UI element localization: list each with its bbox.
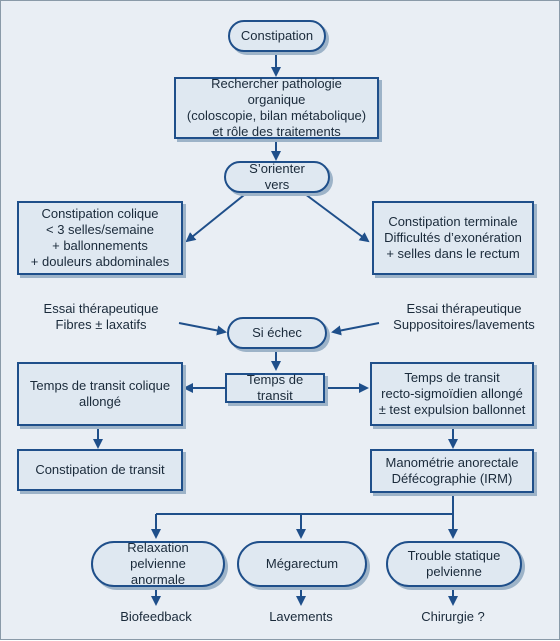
node-transit-recto: Temps de transit recto-sigmoïdien allong…	[370, 362, 534, 426]
node-transit-recto-line: recto-sigmoïdien allongé	[381, 386, 523, 401]
connector-manometrie-split	[156, 493, 454, 515]
node-transit-recto-line: Temps de transit	[404, 370, 500, 385]
essai-gauche-line: Fibres ± laxatifs	[55, 317, 147, 332]
label-essai-gauche: Essai thérapeutique Fibres ± laxatifs	[31, 301, 171, 333]
node-terminale-line: Constipation terminale	[388, 214, 518, 229]
node-rechercher: Rechercher pathologie organique (colosco…	[174, 76, 379, 139]
node-constipation-transit: Constipation de transit	[17, 449, 183, 491]
label-essai-droite: Essai thérapeutique Suppositoires/laveme…	[379, 301, 549, 333]
label-biofeedback: Biofeedback	[96, 609, 216, 625]
label-lavements: Lavements	[241, 609, 361, 625]
essai-droite-line: Essai thérapeutique	[406, 301, 522, 316]
node-si-echec: Si échec	[227, 317, 327, 349]
node-megarectum-line: Mégarectum	[265, 556, 339, 571]
node-manometrie-line: Défécographie (IRM)	[391, 471, 513, 486]
biofeedback-line: Biofeedback	[120, 609, 192, 624]
node-constipation-colique: Constipation colique < 3 selles/semaine …	[17, 201, 183, 275]
node-colique-line: Constipation colique	[41, 206, 159, 221]
node-temps-transit: Temps de transit	[225, 372, 325, 403]
node-terminale-line: + selles dans le rectum	[386, 246, 520, 261]
node-temps-transit-line: Temps de transit	[246, 372, 304, 403]
node-relaxation-line: anormale	[130, 572, 186, 587]
node-trouble: Trouble statique pelvienne	[386, 541, 522, 587]
node-orienter: S’orienter vers	[224, 161, 330, 193]
essai-droite-line: Suppositoires/lavements	[393, 317, 535, 332]
node-relaxation: Relaxation pelvienne anormale	[91, 540, 225, 587]
node-si-echec-line: Si échec	[252, 325, 302, 340]
node-constipation: Constipation	[228, 20, 326, 52]
node-colique-line: < 3 selles/semaine	[45, 222, 155, 237]
node-relaxation-line: Relaxation pelvienne	[127, 540, 189, 571]
node-transit-colique-line: Temps de transit colique	[29, 378, 171, 393]
node-colique-line: + ballonnements	[52, 238, 148, 253]
node-constipation-transit-line: Constipation de transit	[35, 462, 165, 477]
arrow-orienter-to-colique	[185, 190, 250, 243]
label-chirurgie: Chirurgie ?	[393, 609, 513, 625]
node-megarectum: Mégarectum	[237, 541, 367, 587]
node-trouble-line: Trouble statique	[407, 548, 501, 563]
arrow-essai-gauche-to-si-echec	[178, 322, 227, 336]
node-rechercher-line: (coloscopie, bilan métabolique)	[186, 108, 367, 123]
node-constipation-line: Constipation	[240, 28, 314, 43]
essai-gauche-line: Essai thérapeutique	[43, 301, 159, 316]
node-transit-colique-line: allongé	[79, 394, 121, 409]
node-transit-colique: Temps de transit colique allongé	[17, 362, 183, 426]
node-rechercher-line: Rechercher pathologie organique	[211, 76, 342, 107]
node-trouble-line: pelvienne	[426, 564, 482, 579]
arrow-orienter-to-terminale	[300, 190, 370, 243]
node-manometrie: Manométrie anorectale Défécographie (IRM…	[370, 449, 534, 493]
arrow-essai-droite-to-si-echec	[331, 322, 380, 336]
node-rechercher-line: et rôle des traitements	[212, 124, 341, 139]
node-orienter-line: S’orienter vers	[249, 161, 305, 192]
node-manometrie-line: Manométrie anorectale	[385, 455, 519, 470]
node-constipation-terminale: Constipation terminale Difficultés d’exo…	[372, 201, 534, 275]
node-terminale-line: Difficultés d’exonération	[384, 230, 522, 245]
lavements-line: Lavements	[269, 609, 333, 624]
node-colique-line: + douleurs abdominales	[30, 254, 170, 269]
node-transit-recto-line: ± test expulsion ballonnet	[378, 402, 526, 417]
chirurgie-line: Chirurgie ?	[421, 609, 485, 624]
